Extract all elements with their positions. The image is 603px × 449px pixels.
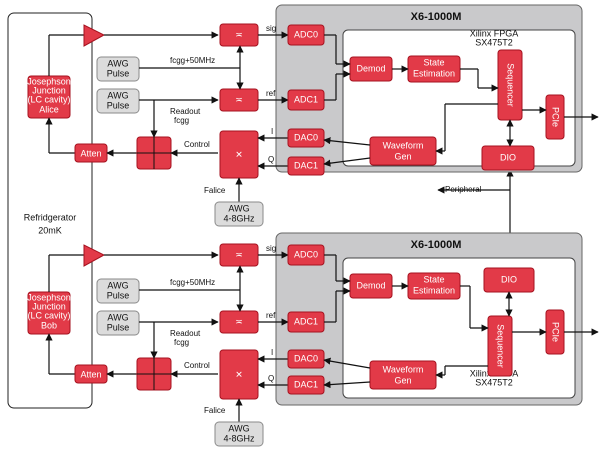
sequencer-block bbox=[487, 315, 513, 377]
dac0-label: DAC0 bbox=[294, 132, 318, 142]
ref-label: ref bbox=[266, 89, 276, 98]
fpga-label-line2: SX475T2 bbox=[475, 37, 513, 47]
awg-rf-line1: AWG bbox=[228, 203, 249, 213]
pcie-label: PCIe bbox=[551, 322, 561, 342]
state-label-line1: State bbox=[423, 274, 444, 284]
jj-line1: Josephson bbox=[27, 292, 71, 302]
falice-label: Falice bbox=[204, 186, 226, 195]
awg-pulse-b-line2: Pulse bbox=[107, 100, 130, 110]
readout-label-line2: fcgg bbox=[174, 116, 189, 125]
control-label: Control bbox=[184, 361, 210, 370]
amplifier-icon bbox=[83, 244, 106, 267]
awg-rf-line2: 4-8GHz bbox=[223, 213, 255, 223]
awg-rf-line1: AWG bbox=[228, 423, 249, 433]
awg-pulse-b-line2: Pulse bbox=[107, 322, 130, 332]
awg-pulse-block-b bbox=[96, 88, 140, 114]
falice-label: Falice bbox=[204, 406, 226, 415]
sequencer-label: Sequencer bbox=[496, 324, 506, 368]
sig-label: sig bbox=[266, 244, 276, 253]
mixer-sig-icon: ≍ bbox=[235, 249, 243, 259]
wave-to-dac0-wire bbox=[323, 357, 371, 369]
waveform-label-line2: Gen bbox=[394, 375, 411, 385]
awg-pulse-b-line1: AWG bbox=[107, 312, 128, 322]
dac1-label: DAC1 bbox=[294, 160, 318, 170]
alice-channel: X6-1000M Xilinx FPGA SX475T2 Josephson J… bbox=[27, 4, 599, 227]
fpga-label-line2: SX475T2 bbox=[475, 377, 513, 387]
amplifier-icon bbox=[83, 24, 106, 47]
bob-channel: X6-1000M Xilinx FPGA SX475T2 Josephson J… bbox=[27, 232, 599, 447]
sequencer-label: Sequencer bbox=[506, 63, 516, 107]
freq-label: fcgg+50MHz bbox=[170, 278, 215, 287]
state-label-line2: Estimation bbox=[413, 285, 455, 295]
awg-pulse-block-a bbox=[96, 278, 140, 304]
awg-pulse-block-b bbox=[96, 310, 140, 336]
jj-line2: Junction bbox=[32, 301, 66, 311]
x6-title: X6-1000M bbox=[411, 239, 462, 251]
dac0-label: DAC0 bbox=[294, 353, 318, 363]
wave-to-dac1-wire bbox=[323, 157, 371, 167]
ref-label: ref bbox=[266, 311, 276, 320]
dio-label: DIO bbox=[501, 274, 517, 284]
wave-to-dac1-wire bbox=[323, 380, 371, 389]
peripheral-label: Peripheral bbox=[445, 185, 482, 194]
iq-mixer-icon: ✕ bbox=[235, 369, 243, 379]
waveform-label-line1: Waveform bbox=[383, 364, 424, 374]
i-label: I bbox=[271, 348, 273, 357]
readout-label-line2: fcgg bbox=[174, 338, 189, 347]
dio-label: DIO bbox=[500, 152, 516, 162]
q-label: Q bbox=[268, 374, 274, 383]
adc0-label: ADC0 bbox=[294, 249, 318, 259]
control-label: Control bbox=[184, 140, 210, 149]
fridge-label-line1: Refridgerator bbox=[24, 212, 77, 222]
mixer-ref-icon: ≍ bbox=[235, 316, 243, 326]
waveform-label-line1: Waveform bbox=[383, 140, 424, 150]
state-label-line2: Estimation bbox=[413, 68, 455, 78]
x6-title: X6-1000M bbox=[411, 11, 462, 23]
iq-mixer-icon: ✕ bbox=[235, 149, 243, 159]
waveform-label-line2: Gen bbox=[394, 151, 411, 161]
mixer-ref-icon: ≍ bbox=[235, 94, 243, 104]
refrigerator-outline bbox=[7, 12, 93, 409]
pcie-label: PCIe bbox=[551, 107, 561, 127]
jj-line3: (LC cavity) bbox=[27, 94, 70, 104]
i-label: I bbox=[271, 127, 273, 136]
readout-label-line1: Readout bbox=[170, 329, 201, 338]
awg-pulse-a-line2: Pulse bbox=[107, 68, 130, 78]
demod-label: Demod bbox=[356, 280, 385, 290]
fpga-label-line1: Xilinx FPGA bbox=[470, 28, 519, 38]
atten-label: Atten bbox=[80, 148, 101, 158]
jj-line1: Josephson bbox=[27, 76, 71, 86]
jj-line3: (LC cavity) bbox=[27, 310, 70, 320]
awg-pulse-b-line1: AWG bbox=[107, 90, 128, 100]
q-label: Q bbox=[268, 155, 274, 164]
fridge-label-line2: 20mK bbox=[38, 225, 62, 235]
atten-label: Atten bbox=[80, 369, 101, 379]
jj-line4: Alice bbox=[39, 104, 59, 114]
sig-label: sig bbox=[266, 24, 276, 33]
awg-pulse-a-line2: Pulse bbox=[107, 290, 130, 300]
awg-pulse-a-line1: AWG bbox=[107, 280, 128, 290]
mixer-sig-icon: ≍ bbox=[235, 29, 243, 39]
adc0-label: ADC0 bbox=[294, 29, 318, 39]
awg-rf-line2: 4-8GHz bbox=[223, 433, 255, 443]
wave-to-dac0-wire bbox=[323, 137, 371, 146]
awg-rf-block bbox=[214, 201, 264, 227]
demod-label: Demod bbox=[356, 63, 385, 73]
readout-label-line1: Readout bbox=[170, 107, 201, 116]
adc1-label: ADC1 bbox=[294, 316, 318, 326]
jj-line2: Junction bbox=[32, 85, 66, 95]
adc1-label: ADC1 bbox=[294, 94, 318, 104]
awg-pulse-block-a bbox=[96, 56, 140, 82]
state-label-line1: State bbox=[423, 57, 444, 67]
awg-pulse-a-line1: AWG bbox=[107, 58, 128, 68]
jj-line4: Bob bbox=[41, 320, 57, 330]
freq-label: fcgg+50MHz bbox=[170, 56, 215, 65]
dac1-label: DAC1 bbox=[294, 379, 318, 389]
awg-rf-block bbox=[214, 421, 264, 447]
